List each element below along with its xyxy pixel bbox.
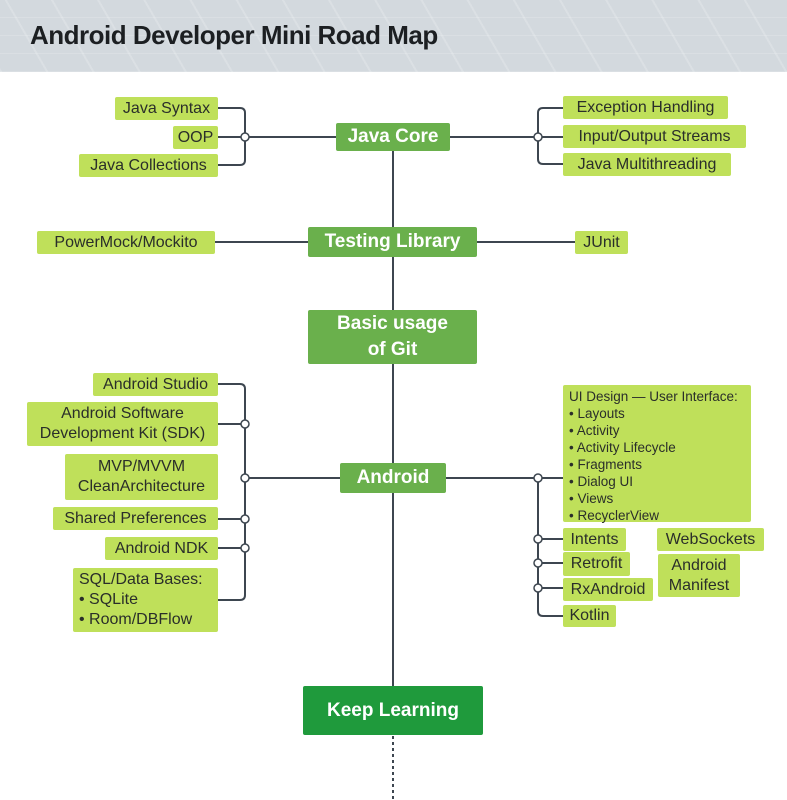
manifest-line-1: Android (671, 556, 727, 574)
sql-item: • Room/DBFlow (79, 611, 193, 628)
git-line-1: Basic usage (337, 313, 448, 334)
ui-title: UI Design — User Interface: (569, 389, 738, 404)
manifest-line-2: Manifest (668, 576, 730, 594)
node-java-collections: Java Collections (79, 154, 218, 177)
ui-item: • Activity (569, 423, 620, 438)
arch-line-1: MVP/MVVM (97, 458, 186, 475)
node-oop: OOP (173, 126, 218, 149)
header-banner: Android Developer Mini Road Map (0, 0, 787, 72)
ui-item: • Layouts (569, 406, 625, 421)
node-java-core: Java Core (336, 123, 450, 151)
node-shared-preferences: Shared Preferences (53, 507, 218, 530)
node-sdk: Android Software Development Kit (SDK) (27, 402, 218, 446)
node-exception-handling: Exception Handling (563, 96, 728, 119)
sql-item: • SQLite (79, 591, 138, 608)
sql-title: SQL/Data Bases: (79, 571, 203, 588)
node-junit: JUnit (575, 231, 628, 254)
node-intents: Intents (563, 528, 626, 551)
node-testing-library: Testing Library (308, 227, 477, 257)
node-android-studio: Android Studio (93, 373, 218, 396)
ui-item: • Dialog UI (569, 474, 633, 489)
sdk-line-1: Android Software (61, 405, 184, 422)
node-java-multithreading: Java Multithreading (563, 153, 731, 176)
node-retrofit: Retrofit (563, 552, 630, 576)
node-rxandroid: RxAndroid (563, 578, 653, 601)
node-android: Android (340, 463, 446, 493)
git-line-2: of Git (367, 339, 418, 360)
page-title: Android Developer Mini Road Map (30, 20, 438, 50)
sdk-line-2: Development Kit (SDK) (39, 425, 206, 442)
node-io-streams: Input/Output Streams (563, 125, 746, 148)
ui-item: • Fragments (569, 457, 642, 472)
node-powermock: PowerMock/Mockito (37, 231, 215, 254)
ui-item: • Activity Lifecycle (569, 440, 676, 455)
node-keep-learning: Keep Learning (303, 686, 483, 735)
node-ui-design: UI Design — User Interface: • Layouts • … (563, 385, 751, 523)
ui-item: • RecyclerView (569, 508, 660, 523)
node-kotlin: Kotlin (563, 605, 616, 627)
node-android-manifest: Android Manifest (658, 554, 740, 597)
ui-item: • Views (569, 491, 614, 506)
node-sql: SQL/Data Bases: • SQLite • Room/DBFlow (73, 568, 218, 632)
arch-line-2: CleanArchitecture (77, 478, 206, 495)
node-git: Basic usage of Git (308, 310, 477, 364)
node-android-ndk: Android NDK (105, 537, 218, 560)
node-websockets: WebSockets (657, 528, 764, 551)
node-architecture: MVP/MVVM CleanArchitecture (65, 454, 218, 500)
node-java-syntax: Java Syntax (115, 97, 218, 120)
